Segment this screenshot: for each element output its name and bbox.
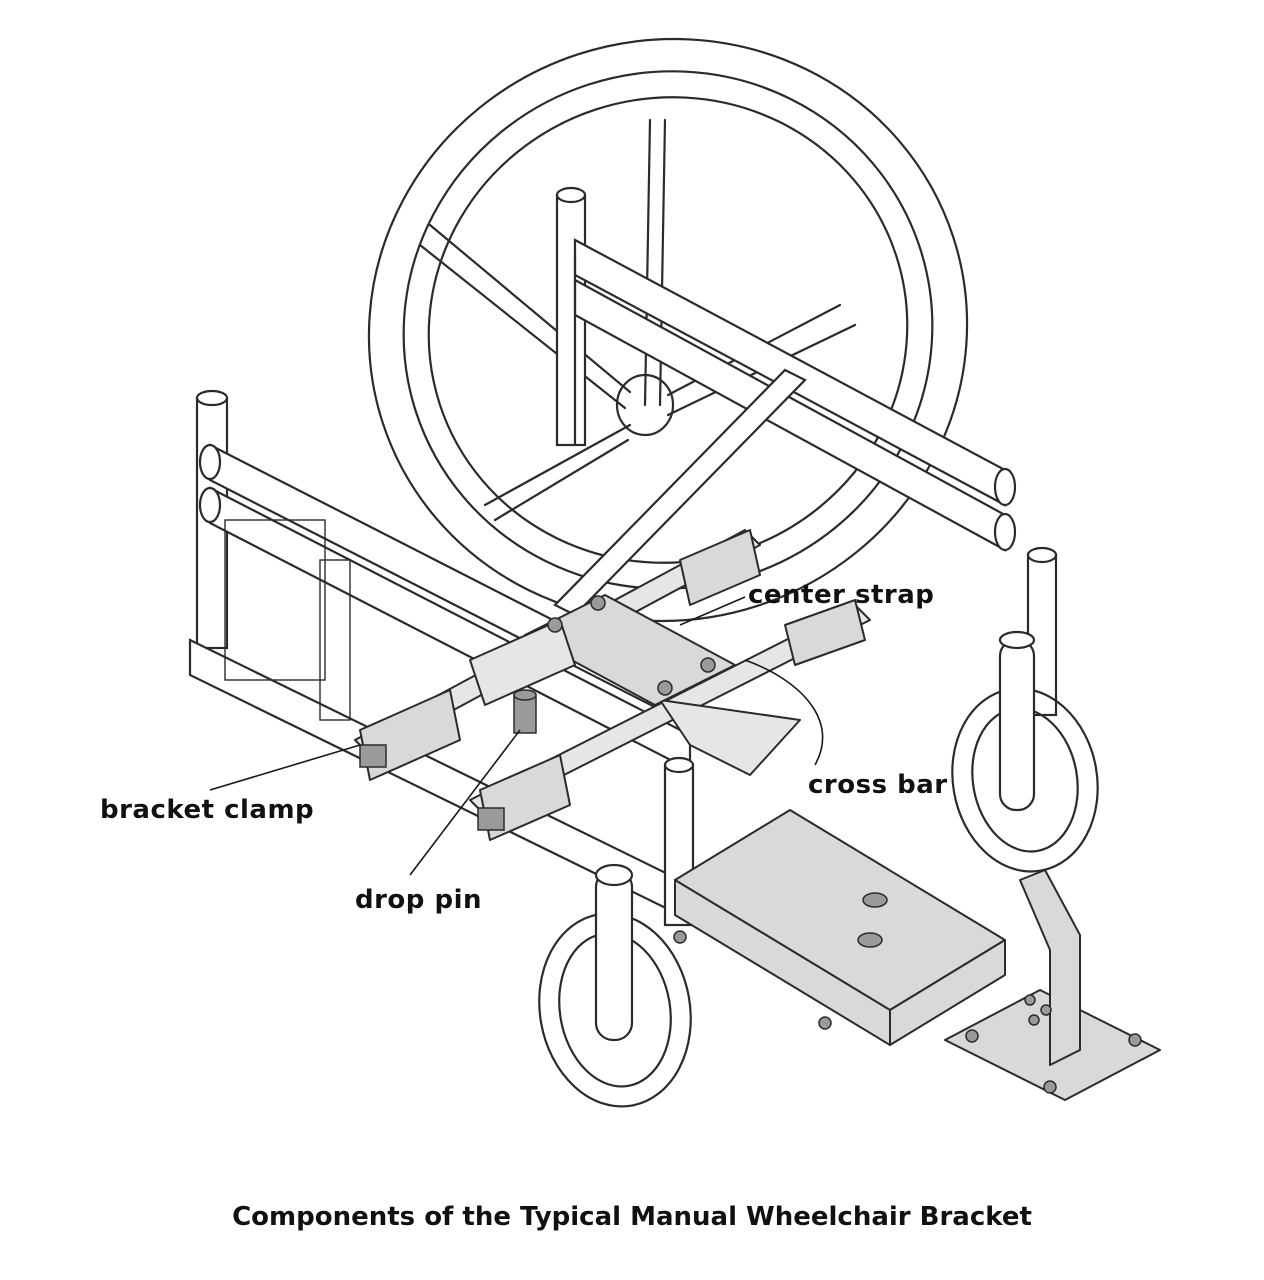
left-caster-wheel [538,863,692,1108]
label-center-strap: center strap [748,580,935,610]
bracket-clamps [359,744,505,831]
leader-lines [209,596,824,876]
label-drop-pin: drop pin [355,885,482,915]
floor-docking-plate [673,809,1006,1046]
label-cross-bar: cross bar [808,770,948,800]
right-caster-wheel [951,630,1099,873]
rear-upright-tube [555,186,587,447]
diagram-caption: Components of the Typical Manual Wheelch… [232,1202,1032,1232]
center-strap-plate [469,594,736,706]
drop-pin [513,689,537,734]
label-bracket-clamp: bracket clamp [100,795,315,825]
locking-bracket [944,869,1161,1101]
